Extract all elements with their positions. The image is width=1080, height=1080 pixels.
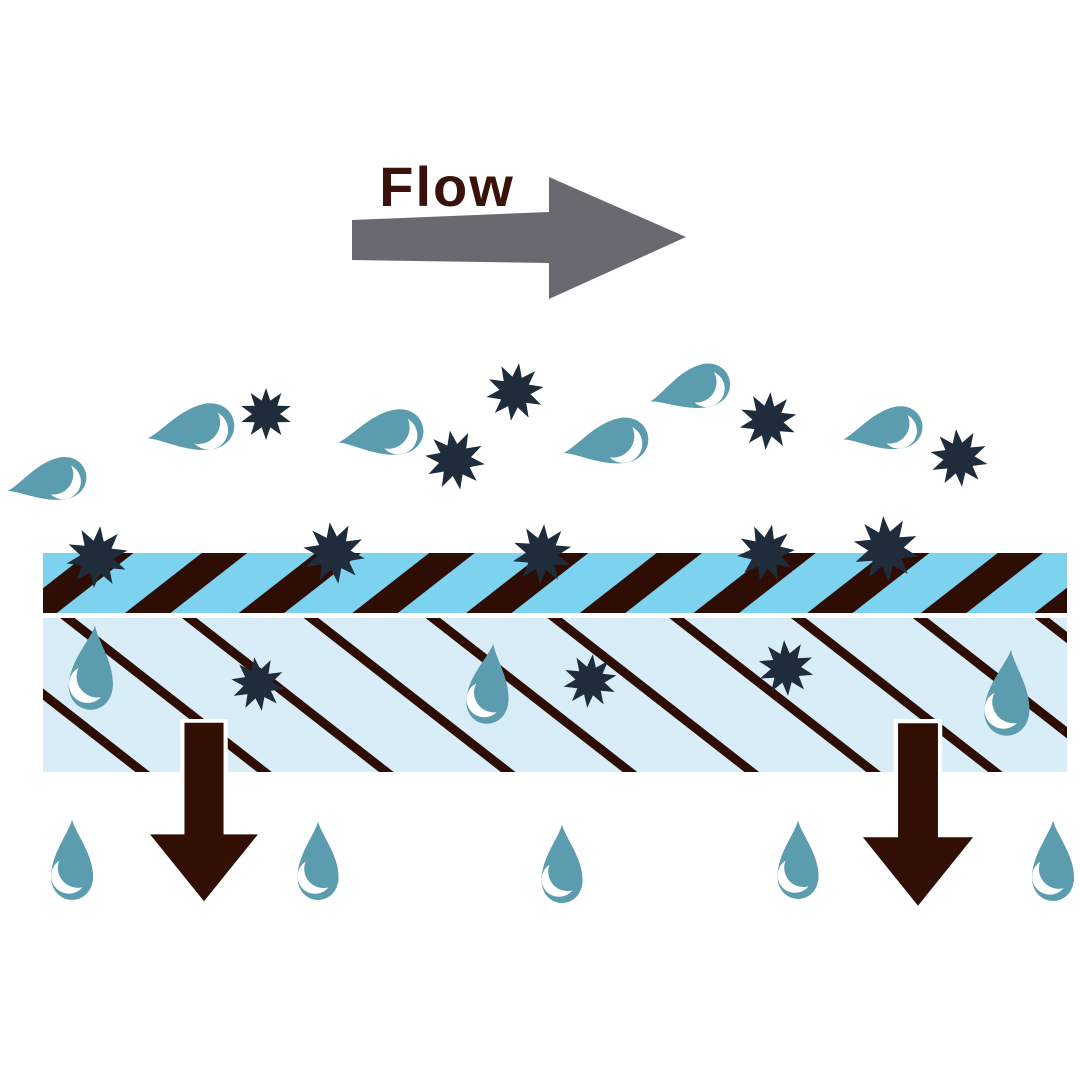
contaminant-particle-icon	[483, 359, 547, 425]
permeate-droplet-icon	[1032, 821, 1079, 901]
contaminant-particle-icon	[241, 388, 291, 440]
water-droplet-icon	[2, 448, 91, 512]
water-droplet-icon	[142, 394, 238, 461]
permeate-droplet-icon	[542, 825, 588, 903]
permeate-droplet-icon	[298, 822, 344, 900]
water-droplet-icon	[558, 408, 653, 475]
water-droplet-icon	[643, 353, 735, 422]
water-droplet-icon	[838, 397, 926, 459]
permeate-droplet-icon	[51, 820, 98, 900]
contaminant-particle-icon	[928, 426, 990, 490]
permeate-droplet-icon	[778, 821, 824, 899]
water-droplet-icon	[334, 400, 427, 464]
contaminant-particle-icon	[737, 389, 799, 453]
flow-label: Flow	[379, 155, 515, 218]
contaminant-particle-icon	[421, 425, 489, 495]
feed-stream-items	[2, 353, 990, 511]
flow-direction-arrow-icon	[352, 177, 686, 299]
flow-header: Flow	[352, 155, 686, 299]
